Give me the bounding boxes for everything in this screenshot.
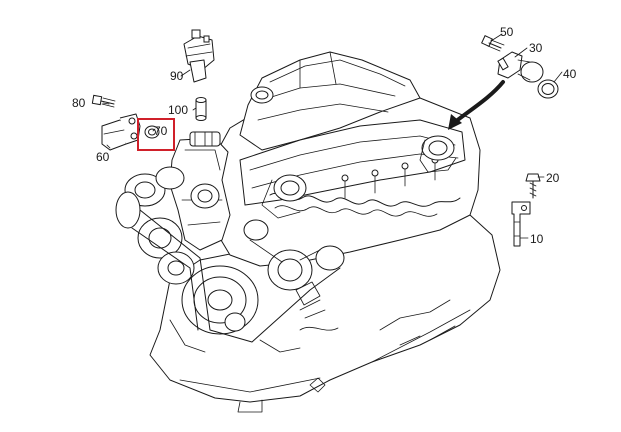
label-90: 90 xyxy=(170,69,184,83)
part-90-solenoid xyxy=(183,29,215,83)
injectors xyxy=(341,156,439,199)
label-20: 20 xyxy=(546,171,560,185)
label-50: 50 xyxy=(500,25,514,39)
part-20-bolt xyxy=(525,173,541,199)
part-50-bolt xyxy=(481,35,505,52)
engine-assembly xyxy=(115,51,501,413)
callout-arrow xyxy=(448,80,505,130)
part-10-sensor xyxy=(511,201,531,247)
part-30-sensor xyxy=(497,51,544,83)
label-30: 30 xyxy=(529,41,543,55)
part-70-o-ring xyxy=(144,125,160,139)
label-40: 40 xyxy=(563,67,577,81)
part-40-o-ring xyxy=(537,79,559,99)
label-60: 60 xyxy=(96,150,110,164)
leader-lines xyxy=(102,33,563,239)
part-100-insert xyxy=(195,97,207,121)
label-80: 80 xyxy=(72,96,86,110)
front-pulleys xyxy=(115,166,345,335)
part-60-sensor xyxy=(101,113,141,151)
label-70: 70 xyxy=(154,124,168,138)
part-70-highlight-box xyxy=(137,118,175,151)
part-labels: 10 20 30 40 50 60 70 80 90 100 xyxy=(72,25,577,246)
part-80-bolt xyxy=(91,94,116,108)
label-10: 10 xyxy=(530,232,544,246)
label-100: 100 xyxy=(168,103,188,117)
